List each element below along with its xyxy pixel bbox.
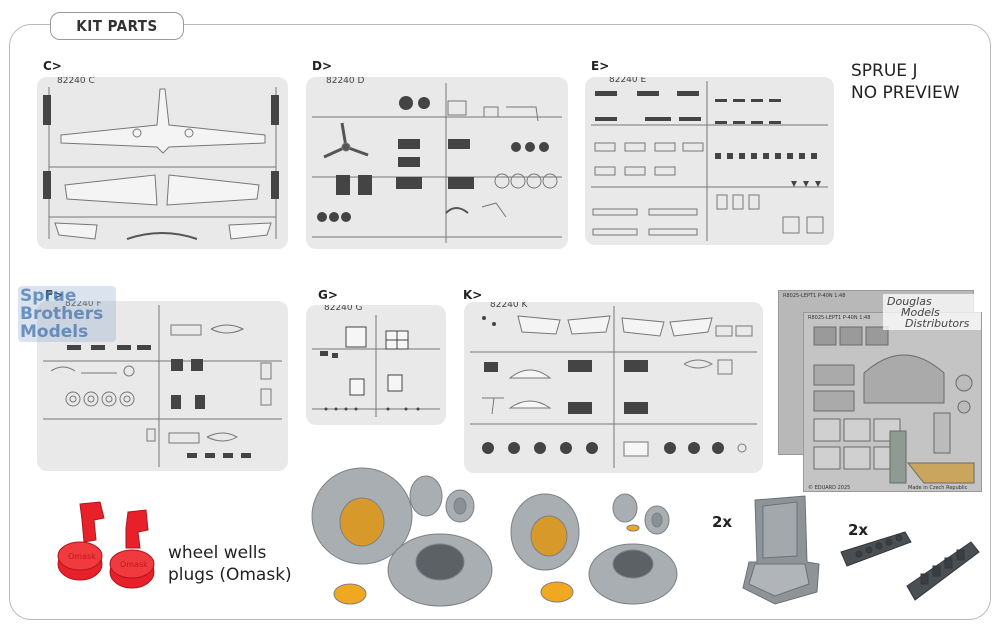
sprue-e: 82240 E <box>585 77 834 245</box>
photoetch-footer: © EDUARD 2025 <box>808 484 850 491</box>
distributor-watermark: Douglas Models Distributors <box>883 294 981 330</box>
resin-wheels-set-1 <box>311 467 493 607</box>
photoetch-origin: Made in Czech Republic <box>908 485 968 491</box>
seat-quantity: 2x <box>712 513 733 531</box>
distributor-line2: Models <box>901 306 940 319</box>
watermark-line2: Brothers <box>20 304 104 324</box>
sprue-k-label: K> <box>463 288 483 302</box>
sprue-e-label: E> <box>591 59 610 73</box>
watermark-line1: Sprue <box>20 286 77 306</box>
sprue-k-code: 82240 K <box>490 302 528 310</box>
plug-stamp-2: Omask <box>120 560 148 569</box>
sprue-g-code: 82240 G <box>324 305 363 313</box>
sprue-f-parts <box>43 305 282 467</box>
sprue-g-parts <box>312 315 440 417</box>
sprue-d-label: D> <box>312 59 333 73</box>
sprue-d-parts <box>312 83 562 243</box>
wheel-well-plugs-caption: wheel wells plugs (Omask) <box>168 542 292 586</box>
sprue-f: 82240 F <box>37 301 288 471</box>
photoetch-sheet-2-title: R8025-LEPT1 P-40N 1:48 <box>808 315 871 321</box>
sprue-k-parts <box>470 306 757 468</box>
resin-seat-image <box>742 495 820 605</box>
exhaust-quantity: 2x <box>848 521 869 539</box>
plugs-line2: plugs (Omask) <box>168 565 292 585</box>
sprue-c: 82240 C <box>37 77 288 249</box>
resin-wheels-set-2 <box>510 493 678 605</box>
sprue-d: 82240 D <box>306 77 568 249</box>
plugs-line1: wheel wells <box>168 543 267 563</box>
resin-exhausts-image <box>840 531 980 601</box>
wheel-well-plugs-image: Omask Omask <box>57 501 155 589</box>
distributor-line1: Douglas <box>887 295 932 308</box>
sprue-j-line2: NO PREVIEW <box>851 83 960 103</box>
photoetch-sheet-2: R8025-LEPT1 P-40N 1:48 © EDUARD 2025 Mad… <box>803 312 982 492</box>
watermark-line3: Models <box>20 322 89 342</box>
sprue-brothers-watermark: Sprue Brothers Models <box>18 286 116 342</box>
sprue-c-code: 82240 C <box>57 77 95 86</box>
plug-stamp-1: Omask <box>68 552 96 561</box>
sprue-g: 82240 G <box>306 305 446 425</box>
sprue-c-parts <box>43 87 279 240</box>
sprue-c-label: C> <box>43 59 62 73</box>
photoetch-sheet-1-title: R8025-LEPT1 P-40N 1:48 <box>783 293 846 299</box>
sprue-e-parts <box>591 81 828 241</box>
sprue-f-code: 82240 F <box>65 301 102 309</box>
distributor-line3: Distributors <box>905 317 970 330</box>
sprue-f-label: F> <box>45 288 64 302</box>
sprue-k: 82240 K <box>464 302 763 473</box>
sprue-j-line1: SPRUE J <box>851 61 918 81</box>
sprue-d-code: 82240 D <box>326 77 365 86</box>
kit-parts-title: KIT PARTS <box>50 12 184 40</box>
photoetch-parts: © EDUARD 2025 Made in Czech Republic <box>808 326 975 491</box>
sprue-e-code: 82240 E <box>609 77 647 85</box>
sprue-g-label: G> <box>318 288 338 302</box>
sprue-j-note: SPRUE J NO PREVIEW <box>851 60 960 104</box>
